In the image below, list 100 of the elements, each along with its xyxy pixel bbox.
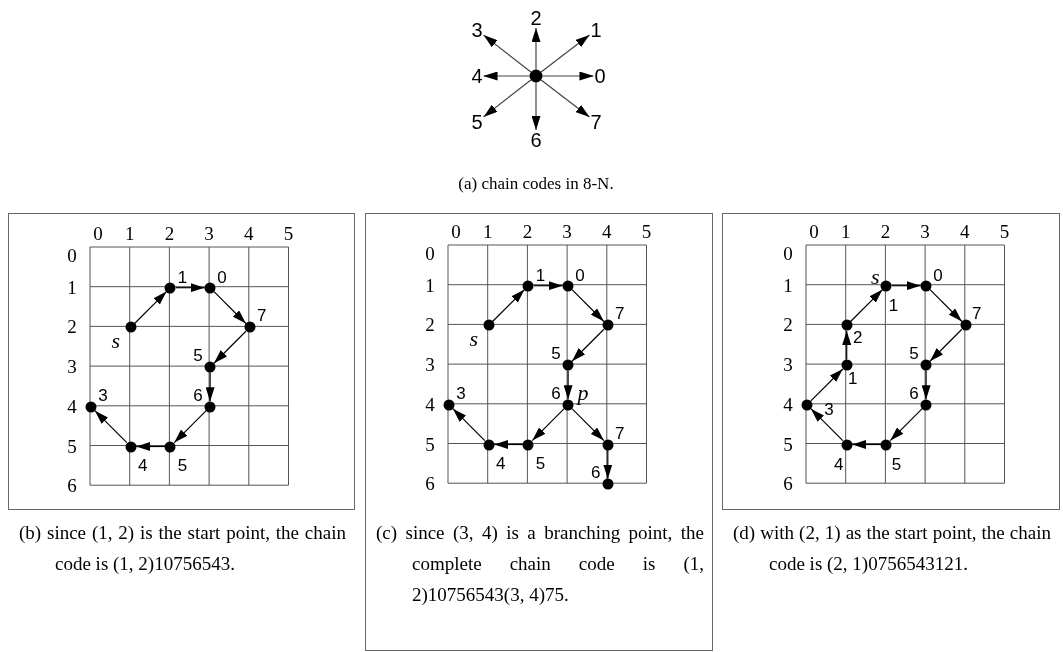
caption: (a) chain codes in 8-N.	[458, 174, 614, 192]
chain-code-digit: 4	[495, 454, 506, 471]
chain-code-digit: 2	[852, 328, 863, 346]
chain-code-digit: 1	[535, 266, 546, 284]
axis-number: 5	[783, 434, 793, 453]
direction-number: 7	[589, 112, 603, 132]
point-dot	[125, 441, 137, 452]
point-dot	[522, 439, 534, 450]
panel-description: (c) since (3, 4) is a branching point, the complete chain code is (1, 2)10756543(3, 4)75.	[376, 521, 704, 607]
chain-code-digit: 1	[888, 296, 899, 314]
point-dot	[602, 478, 614, 490]
axis-number: 6	[425, 473, 435, 493]
arrow	[531, 81, 541, 131]
arrow	[929, 288, 963, 323]
chain-code-digit: 5	[891, 455, 902, 472]
point-dot	[522, 280, 534, 292]
point-dot	[880, 280, 892, 292]
arrow	[452, 408, 486, 442]
axis-number: 3	[67, 356, 77, 376]
axis-number: 0	[93, 223, 103, 243]
chain-code-digit: 0	[217, 268, 227, 286]
axis-number: 4	[425, 394, 435, 414]
point-dot	[920, 359, 932, 371]
chain-code-digit: 1	[847, 369, 858, 387]
axis-number: 5	[999, 221, 1010, 241]
arrow	[810, 368, 844, 402]
axis-number: 3	[204, 223, 214, 243]
chain-code-digit: 7	[615, 424, 625, 441]
point-dot	[164, 282, 176, 294]
axis-number: 4	[960, 221, 970, 241]
point-dot	[483, 319, 495, 331]
axis-number: 1	[67, 277, 77, 297]
axis-number: 3	[425, 354, 435, 374]
axis-number: 4	[783, 394, 793, 414]
arrow	[482, 79, 532, 118]
chain-code-digit: 0	[933, 266, 943, 284]
arrow	[135, 442, 166, 451]
point-label: s	[871, 265, 880, 288]
arrow	[851, 440, 882, 449]
arrow	[571, 408, 605, 442]
direction-number: 0	[593, 66, 607, 86]
chain-code-digit: 3	[824, 400, 834, 418]
arrow	[173, 410, 207, 444]
chain-code-digit: 6	[591, 463, 601, 481]
chain-code-digit: 5	[193, 346, 203, 364]
direction-number: 3	[470, 20, 484, 40]
point-dot	[204, 361, 216, 373]
axis-number: 6	[67, 475, 77, 495]
axis-number: 2	[880, 221, 891, 241]
point-label: s	[111, 330, 120, 353]
arrow	[213, 330, 247, 364]
chain-code-digit: 3	[98, 386, 108, 404]
arrow	[491, 288, 526, 323]
point-dot	[841, 359, 853, 371]
point-dot	[841, 439, 853, 450]
point-dot	[562, 280, 574, 292]
chain-code-digit: 3	[456, 384, 466, 402]
axis-number: 5	[67, 436, 77, 455]
axis-number: 1	[482, 221, 493, 241]
chain-code-digit: 6	[193, 386, 203, 404]
direction-number: 4	[470, 66, 484, 86]
chain-code-digit: 6	[551, 384, 561, 402]
chain-code-digit: 4	[833, 455, 844, 472]
arrow	[482, 71, 531, 81]
axis-number: 2	[425, 314, 435, 334]
direction-number: 6	[529, 130, 543, 150]
axis-number: 1	[124, 223, 135, 243]
axis-number: 0	[425, 243, 435, 263]
arrow	[603, 449, 613, 480]
point-dot	[841, 319, 853, 331]
axis-number: 0	[451, 221, 461, 241]
point-dot	[920, 399, 932, 411]
point-dot	[244, 321, 256, 333]
chain-code-digit: 0	[575, 266, 585, 284]
axis-number: 1	[840, 221, 851, 241]
point-dot	[880, 439, 892, 450]
chain-code-digit: 5	[177, 456, 188, 473]
arrow	[540, 79, 591, 118]
panel-frame	[365, 213, 713, 651]
arrow	[563, 370, 573, 400]
arrow	[531, 408, 565, 442]
axis-number: 3	[920, 221, 930, 241]
axis-number: 4	[67, 396, 77, 416]
arrow	[889, 408, 923, 442]
arrow	[213, 290, 247, 325]
axis-number: 5	[283, 223, 294, 243]
axis-number: 1	[783, 275, 793, 295]
arrow	[810, 408, 844, 442]
panel-description: (b) since (1, 2) is the start point, the chain code is (1, 2)10756543.	[19, 521, 346, 576]
chain-code-digit: 7	[615, 304, 625, 322]
arrow	[571, 328, 605, 362]
point-dot	[562, 359, 574, 371]
axis-number: 5	[425, 434, 435, 453]
arrow	[571, 288, 605, 323]
point-label: s	[469, 328, 478, 351]
arrow	[929, 328, 963, 362]
axis-number: 4	[244, 223, 254, 243]
point-dot	[602, 439, 614, 450]
chain-code-digit: 4	[137, 456, 148, 473]
axis-number: 6	[783, 473, 793, 493]
